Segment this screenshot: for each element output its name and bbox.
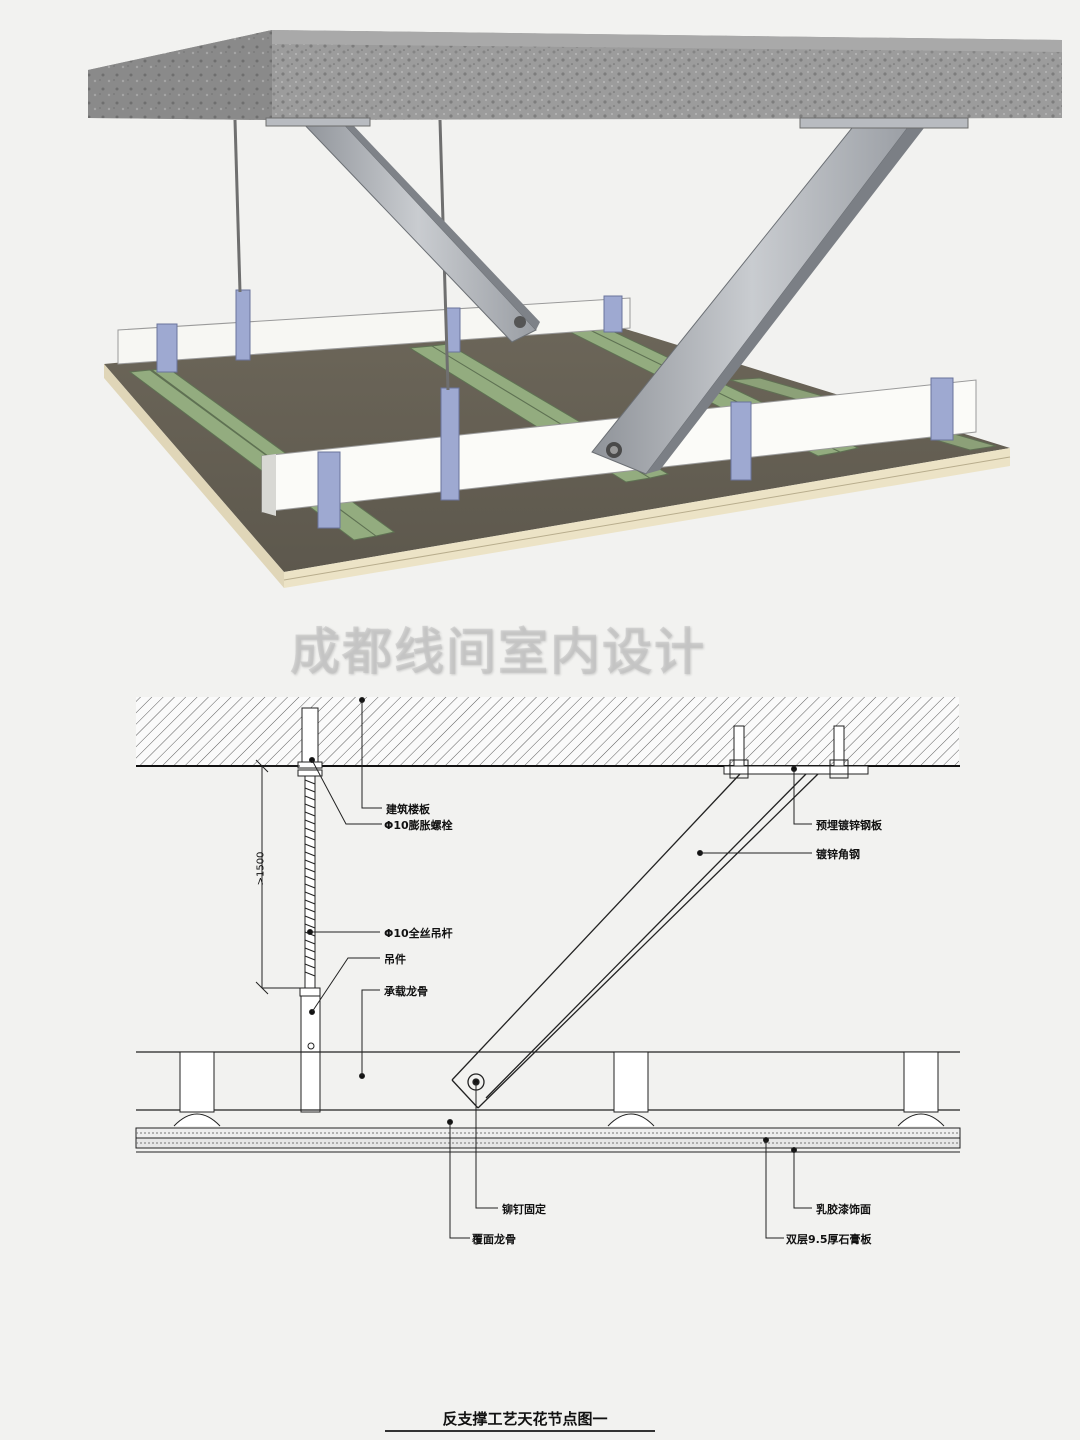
isometric-view [88, 30, 1062, 588]
floor-slab-section [136, 697, 959, 765]
label-embedded-plate: 预埋镀锌钢板 [816, 819, 882, 832]
label-hanger: 吊件 [384, 953, 406, 966]
drawing-title: 反支撑工艺天花节点图一 [442, 1410, 608, 1428]
dimension-line [255, 759, 300, 995]
label-main-keel: 承载龙骨 [384, 985, 428, 998]
label-rivet: 铆钉固定 [502, 1203, 546, 1216]
label-latex-paint: 乳胶漆饰面 [816, 1203, 871, 1216]
hangers-3d [156, 289, 954, 529]
angle-steel-3d [298, 117, 924, 475]
hanger-section [300, 995, 321, 1113]
embedded-plates-3d [265, 117, 969, 129]
leader-lines [307, 697, 812, 1239]
watermark-text: 成都线间室内设计 [290, 622, 706, 681]
label-threaded-rod: Φ10全丝吊杆 [384, 927, 453, 940]
main-keel-section [136, 1051, 960, 1111]
label-gypsum-board: 双层9.5厚石膏板 [786, 1233, 872, 1246]
label-floor-slab: 建筑楼板 [386, 803, 430, 816]
expansion-bolt [297, 707, 323, 777]
dimension-label: >1500 [255, 851, 267, 886]
threaded-rod-section [299, 775, 321, 997]
concrete-slab-3d [88, 30, 1062, 120]
cover-keel-clips [173, 1051, 945, 1127]
title-underline [385, 1430, 655, 1432]
label-cover-keel: 覆面龙骨 [472, 1233, 516, 1246]
label-angle-steel: 镀锌角钢 [816, 848, 860, 861]
label-expansion-bolt: Φ10膨胀螺栓 [384, 819, 453, 832]
gypsum-board-section [135, 1127, 961, 1153]
section-view [135, 697, 961, 1239]
